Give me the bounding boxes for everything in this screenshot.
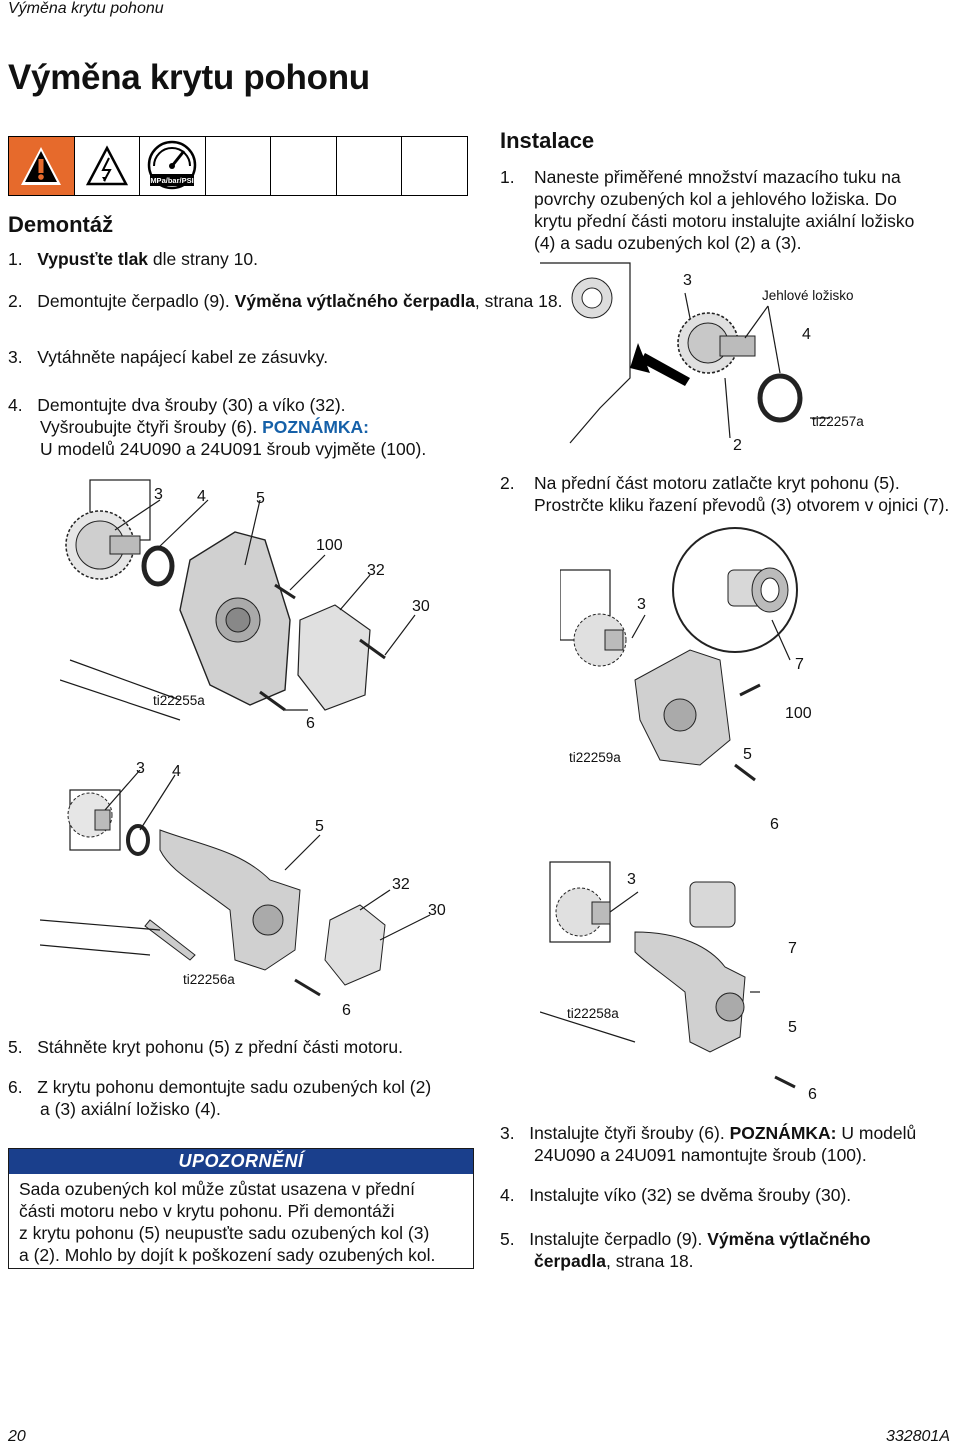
removal-step-5: 5. Stáhněte kryt pohonu (5) z přední čás… <box>8 1037 403 1057</box>
removal-step-6-line2: a (3) axiální ložisko (4). <box>40 1099 221 1119</box>
callout-5: 5 <box>788 1019 797 1036</box>
notice-box: UPOZORNĚNÍ Sada ozubených kol může zůsta… <box>8 1148 474 1269</box>
callout-4: 4 <box>197 488 206 505</box>
callout-6: 6 <box>306 715 315 732</box>
install-step-4: 4. Instalujte víko (32) se dvěma šrouby … <box>500 1185 852 1205</box>
warning-triangle-icon <box>9 137 75 195</box>
callout-6: 6 <box>808 1086 817 1103</box>
callout-3: 3 <box>627 871 636 888</box>
install-step-2: Na přední část motoru zatlačte kryt poho… <box>534 473 950 515</box>
removal-step-4: 4. Demontujte dva šrouby (30) a víko (32… <box>8 395 346 415</box>
callout-7: 7 <box>788 940 797 957</box>
callout-5: 5 <box>743 746 752 763</box>
figure-id: ti22256a <box>183 972 235 987</box>
install-step-3-line2: 24U090 a 24U091 namontujte šroub (100). <box>534 1145 867 1165</box>
electric-shock-icon <box>75 137 141 195</box>
figure-id: ti22257a <box>812 414 864 429</box>
callout-5: 5 <box>315 818 324 835</box>
install-step-5: 5. Instalujte čerpadlo (9). Výměna výtla… <box>500 1229 871 1249</box>
callout-3: 3 <box>154 486 163 503</box>
callout-2: 2 <box>733 437 742 454</box>
page-title: Výměna krytu pohonu <box>8 58 370 97</box>
callout-7: 7 <box>795 656 804 673</box>
callout-100: 100 <box>785 705 812 722</box>
figure-gear-install <box>540 262 830 444</box>
install-step-1-num: 1. <box>500 167 515 187</box>
removal-step-6: 6. Z krytu pohonu demontujte sadu ozuben… <box>8 1077 432 1097</box>
callout-4: 4 <box>172 763 181 780</box>
figure-id: ti22259a <box>569 750 621 765</box>
removal-step-3: 3. Vytáhněte napájecí kabel ze zásuvky. <box>8 347 329 367</box>
notice-heading: UPOZORNĚNÍ <box>9 1149 473 1174</box>
callout-32: 32 <box>392 876 410 893</box>
needle-bearing-label: Jehlové ložisko <box>762 288 854 303</box>
figure-install-housing <box>560 527 798 782</box>
install-step-3: 3. Instalujte čtyři šrouby (6). POZNÁMKA… <box>500 1123 917 1143</box>
callout-30: 30 <box>428 902 446 919</box>
icon-slot-empty <box>271 137 337 195</box>
page-number: 20 <box>8 1428 26 1445</box>
callout-3: 3 <box>683 272 692 289</box>
callout-6: 6 <box>342 1002 351 1019</box>
pressure-gauge-icon: MPa/bar/PSI <box>140 137 206 195</box>
figure-removal-exploded-1 <box>60 479 416 721</box>
callout-3: 3 <box>136 760 145 777</box>
callout-32: 32 <box>367 562 385 579</box>
callout-6: 6 <box>770 816 779 833</box>
callout-30: 30 <box>412 598 430 615</box>
running-header: Výměna krytu pohonu <box>8 0 164 17</box>
icon-slot-empty <box>337 137 403 195</box>
callout-4: 4 <box>802 326 811 343</box>
document-number: 332801A <box>885 1428 950 1445</box>
removal-step-1: 1. Vypusťte tlak dle strany 10. <box>8 249 258 269</box>
gauge-icon-text: MPa/bar/PSI <box>151 176 194 185</box>
hazard-icon-strip: MPa/bar/PSI <box>8 136 468 196</box>
figure-removal-exploded-2 <box>40 770 431 997</box>
icon-slot-empty <box>402 137 467 195</box>
figure-id: ti22258a <box>567 1006 619 1021</box>
notice-body: Sada ozubených kol může zůstat usazena v… <box>19 1179 436 1265</box>
figure-id: ti22255a <box>153 693 205 708</box>
removal-step-4-line3: U modelů 24U090 a 24U091 šroub vyjměte (… <box>40 439 427 459</box>
install-step-2-num: 2. <box>500 473 515 493</box>
callout-5: 5 <box>256 490 265 507</box>
removal-step-4-line2: Vyšroubujte čtyři šrouby (6). POZNÁMKA: <box>40 417 370 437</box>
callout-3: 3 <box>637 596 646 613</box>
removal-step-2: 2. Demontujte čerpadlo (9). Výměna výtla… <box>8 291 563 311</box>
install-heading: Instalace <box>500 128 595 153</box>
figure-install-lever <box>540 861 796 1089</box>
callout-100: 100 <box>316 537 343 554</box>
icon-slot-empty <box>206 137 272 195</box>
install-step-5-line2: čerpadla, strana 18. <box>534 1251 694 1271</box>
removal-heading: Demontáž <box>8 212 114 237</box>
install-step-1: Naneste přiměřené množství mazacího tuku… <box>534 167 915 253</box>
